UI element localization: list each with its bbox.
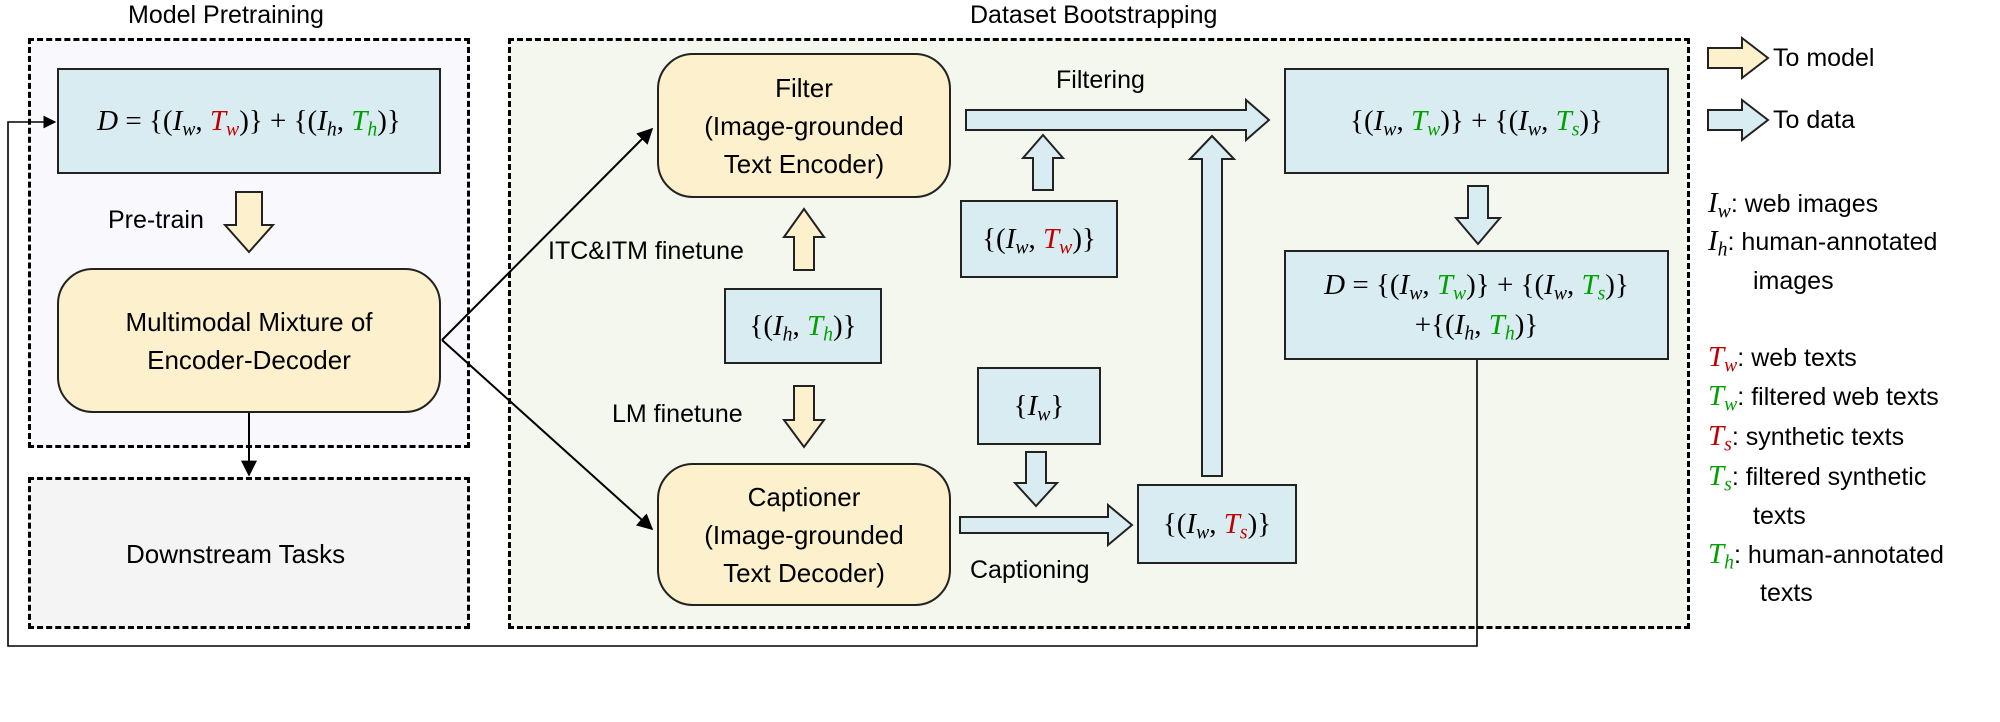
- web-data-formula: {(Iw, Tw)}: [982, 223, 1096, 259]
- synthetic-data-box: {(Iw, Ts)}: [1137, 484, 1297, 564]
- bootstrapped-dataset-box: D = {(Iw, Tw)} + {(Iw, Ts)} +{(Ih, Th)}: [1284, 250, 1669, 360]
- filter-line-2: (Image-grounded: [704, 110, 904, 141]
- block-arrow-pretrain: [222, 191, 276, 254]
- legend-arrow-to-model: [1707, 35, 1770, 81]
- dataset-bootstrapping-title: Dataset Bootstrapping: [970, 1, 1218, 29]
- legend-ih: Ih: human-annotated: [1708, 225, 1938, 261]
- downstream-tasks-label: Downstream Tasks: [126, 539, 346, 569]
- arrow-mixture-to-captioner: [441, 339, 654, 531]
- mixture-line-1: Multimodal Mixture of: [125, 306, 373, 337]
- human-annotated-set-box: {(Ih, Th)}: [724, 288, 882, 364]
- legend-arrow-to-data: [1707, 97, 1770, 143]
- pretraining-dataset-box: D = {(Iw, Tw)} + {(Ih, Th)}: [57, 68, 441, 174]
- legend-to-data: To data: [1773, 106, 1856, 134]
- legend-ts-filtered-cont: texts: [1753, 502, 1806, 530]
- captioner-node: Captioner (Image-grounded Text Decoder): [657, 463, 951, 606]
- block-arrow-lm: [782, 385, 826, 449]
- filter-line-1: Filter: [775, 72, 833, 103]
- model-pretraining-title: Model Pretraining: [128, 1, 324, 29]
- captioner-line-3: Text Decoder): [723, 557, 885, 588]
- multimodal-mixture-node: Multimodal Mixture of Encoder-Decoder: [57, 268, 441, 413]
- web-images-formula: {Iw}: [1013, 390, 1065, 426]
- filter-line-3: Text Encoder): [723, 148, 885, 179]
- pretrain-label: Pre-train: [108, 206, 204, 234]
- legend-to-model: To model: [1773, 44, 1875, 72]
- lm-finetune-label: LM finetune: [612, 400, 743, 428]
- pretraining-dataset-formula: D = {(Iw, Tw)} + {(Ih, Th)}: [97, 105, 401, 141]
- captioning-label: Captioning: [970, 556, 1090, 584]
- bootstrapped-dataset-line-1: D = {(Iw, Tw)} + {(Iw, Ts)}: [1324, 269, 1629, 305]
- filtered-data-formula: {(Iw, Tw)} + {(Iw, Ts)}: [1350, 105, 1603, 141]
- filter-node: Filter (Image-grounded Text Encoder): [657, 53, 951, 198]
- feedback-loop-line: [7, 115, 1478, 647]
- web-images-box: {Iw}: [977, 367, 1101, 445]
- legend-tw-filtered: Tw: filtered web texts: [1708, 380, 1939, 416]
- synthetic-data-formula: {(Iw, Ts)}: [1162, 508, 1272, 544]
- block-arrow-images-down: [1012, 451, 1060, 508]
- itc-itm-finetune-label: ITC&ITM finetune: [548, 237, 744, 265]
- captioner-line-2: (Image-grounded: [704, 519, 904, 550]
- block-arrow-captioning: [959, 502, 1134, 548]
- downstream-region: [28, 477, 470, 629]
- legend-iw: Iw: web images: [1708, 187, 1879, 223]
- legend-ts-synthetic: Ts: synthetic texts: [1708, 420, 1905, 456]
- human-annotated-set-formula: {(Ih, Th)}: [749, 310, 857, 346]
- legend-tw-web: Tw: web texts: [1708, 341, 1857, 377]
- block-arrow-synthetic-up: [1187, 134, 1237, 477]
- block-arrow-web-data-up: [1020, 133, 1066, 191]
- legend-ts-filtered: Ts: filtered synthetic: [1708, 460, 1927, 496]
- mixture-line-2: Encoder-Decoder: [147, 344, 351, 375]
- captioner-line-1: Captioner: [747, 481, 861, 512]
- legend-th: Th: human-annotated: [1708, 538, 1944, 574]
- block-arrow-itc-itm: [782, 207, 826, 271]
- bootstrapped-dataset-line-2: +{(Ih, Th)}: [1414, 309, 1539, 345]
- legend-ih-cont: images: [1753, 267, 1834, 295]
- filtering-label: Filtering: [1056, 66, 1145, 94]
- block-arrow-filtered-down: [1453, 185, 1503, 246]
- block-arrow-filtering: [965, 97, 1271, 143]
- filtered-data-box: {(Iw, Tw)} + {(Iw, Ts)}: [1284, 68, 1669, 174]
- arrow-mixture-to-filter: [441, 127, 654, 341]
- web-data-box: {(Iw, Tw)}: [960, 200, 1118, 278]
- legend-th-cont: texts: [1760, 579, 1813, 607]
